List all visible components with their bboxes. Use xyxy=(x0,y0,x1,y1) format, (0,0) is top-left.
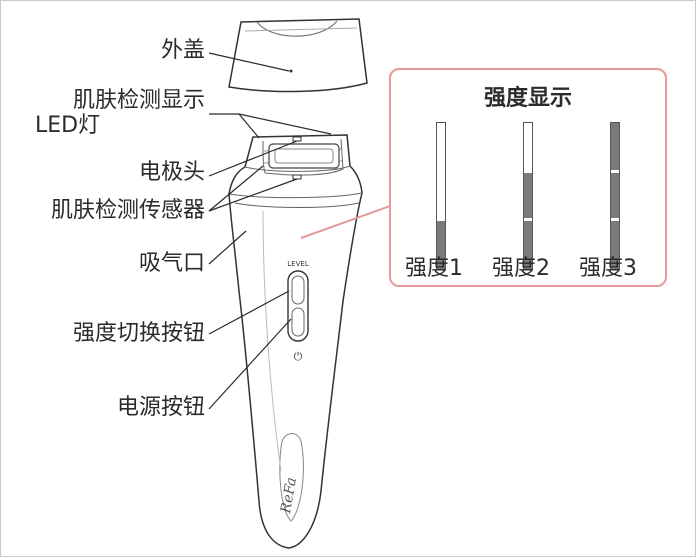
intensity-segment xyxy=(611,123,619,172)
intensity-bar-2 xyxy=(523,122,533,270)
label-led-line2: LED灯 xyxy=(35,113,101,138)
segment-divider xyxy=(437,218,445,222)
label-led-line1: 肌肤检测显示 xyxy=(72,88,205,113)
device-body xyxy=(228,134,363,549)
intensity-bar-1 xyxy=(436,122,446,270)
label-electrode-head: 电极头 xyxy=(138,160,205,185)
segment-divider xyxy=(611,218,619,222)
segment-divider xyxy=(524,169,532,173)
label-skin-sensor: 肌肤检测传感器 xyxy=(50,198,205,223)
label-power-button: 电源按钮 xyxy=(116,395,205,420)
intensity-label-1: 强度1 xyxy=(405,256,463,281)
label-suction-port: 吸气口 xyxy=(138,251,205,276)
intensity-bar-3 xyxy=(610,122,620,270)
segment-divider xyxy=(524,218,532,222)
intensity-segment xyxy=(524,220,532,269)
segment-divider xyxy=(611,169,619,173)
segment-divider xyxy=(437,169,445,173)
intensity-segment xyxy=(524,171,532,221)
brand-logo: ReFa xyxy=(278,476,300,515)
intensity-segment xyxy=(437,220,445,269)
intensity-label-2: 强度2 xyxy=(492,256,550,281)
power-icon: ⏻ xyxy=(294,350,303,363)
leader-lines xyxy=(208,52,332,410)
panel-pointer xyxy=(300,205,391,239)
level-text: LEVEL xyxy=(287,260,309,268)
intensity-segment xyxy=(611,171,619,221)
label-intensity-switch: 强度切换按钮 xyxy=(72,321,205,346)
panel-title: 强度显示 xyxy=(483,86,572,111)
intensity-display-panel: 强度显示 强度1 强度2 强度3 xyxy=(389,68,667,287)
intensity-segment xyxy=(611,220,619,269)
label-outer-cover: 外盖 xyxy=(160,38,205,63)
outer-cover xyxy=(228,18,368,93)
intensity-label-3: 强度3 xyxy=(579,256,637,281)
